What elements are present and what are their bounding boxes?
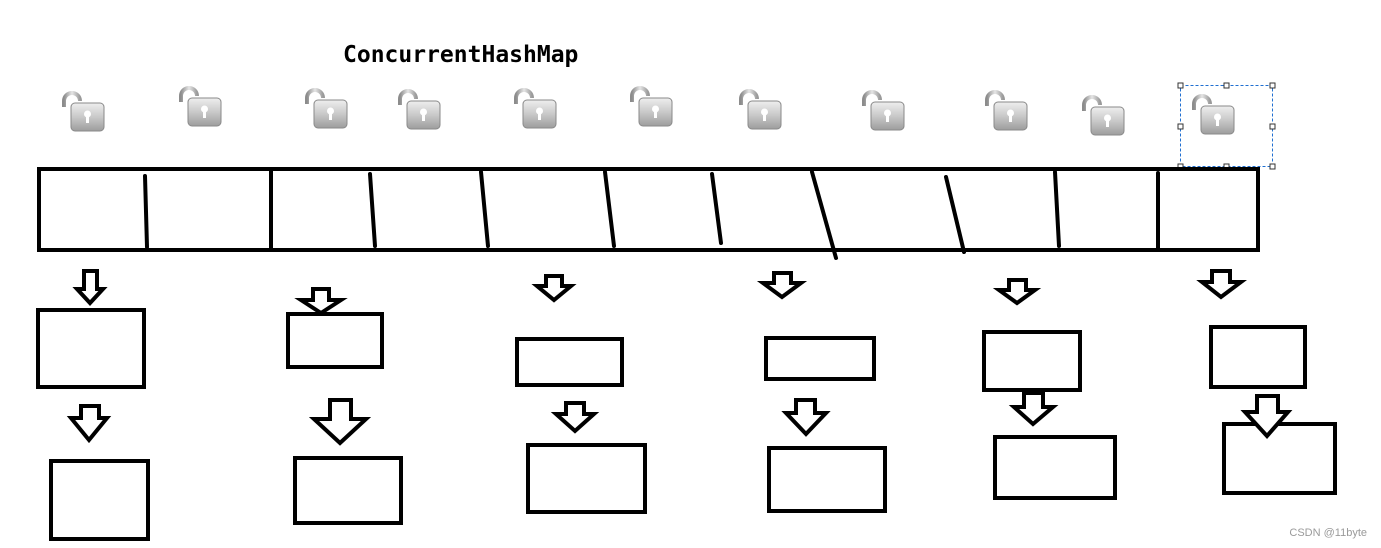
watermark: CSDN @11byte [1289, 527, 1367, 539]
down-arrow-icon [66, 404, 112, 444]
segment-divider [944, 175, 966, 254]
down-arrow-icon [1240, 394, 1293, 439]
unlocked-padlock-icon [305, 88, 348, 129]
node-box [515, 337, 624, 387]
down-arrow-icon [531, 274, 577, 303]
node-box [993, 435, 1117, 500]
node-box [36, 308, 146, 389]
array-outline [37, 167, 1260, 252]
unlocked-padlock-icon [62, 91, 105, 132]
unlocked-padlock-icon [739, 89, 782, 130]
node-box [49, 459, 150, 541]
down-arrow-icon [294, 287, 348, 316]
selected-lock[interactable] [1177, 82, 1276, 170]
node-box [982, 330, 1082, 392]
segment-divider [1053, 170, 1061, 248]
arrows [66, 269, 1247, 446]
node-box [293, 456, 403, 525]
segment-divider [368, 172, 377, 248]
down-arrow-icon [1008, 391, 1059, 427]
lock-row [62, 82, 1276, 170]
node-box [1222, 422, 1337, 495]
segment-divider [143, 174, 149, 249]
unlocked-padlock-icon [514, 88, 557, 129]
bucket-nodes [36, 308, 1337, 541]
down-arrow-icon [992, 278, 1042, 306]
unlocked-padlock-icon [398, 89, 441, 130]
node-box [286, 312, 384, 369]
down-arrow-icon [781, 398, 831, 437]
unlocked-padlock-icon [179, 86, 222, 127]
node-box [526, 443, 647, 514]
node-box [1209, 325, 1307, 389]
segment-divider [479, 170, 490, 248]
down-arrow-icon [756, 271, 808, 300]
down-arrow-icon [308, 398, 372, 446]
diagram-title: ConcurrentHashMap [343, 42, 579, 68]
segment-array [37, 167, 1260, 260]
down-arrow-icon [72, 269, 108, 306]
segment-divider [810, 170, 838, 260]
unlocked-padlock-icon [985, 90, 1028, 131]
unlocked-padlock-icon [630, 86, 673, 127]
unlocked-padlock-icon [1082, 95, 1125, 136]
segment-divider [603, 170, 616, 248]
unlocked-padlock-icon [862, 90, 905, 131]
unlocked-padlock-icon [1192, 94, 1235, 135]
node-box [764, 336, 876, 381]
down-arrow-icon [550, 401, 600, 434]
node-box [767, 446, 887, 513]
segment-divider [710, 172, 723, 245]
down-arrow-icon [1196, 269, 1247, 300]
